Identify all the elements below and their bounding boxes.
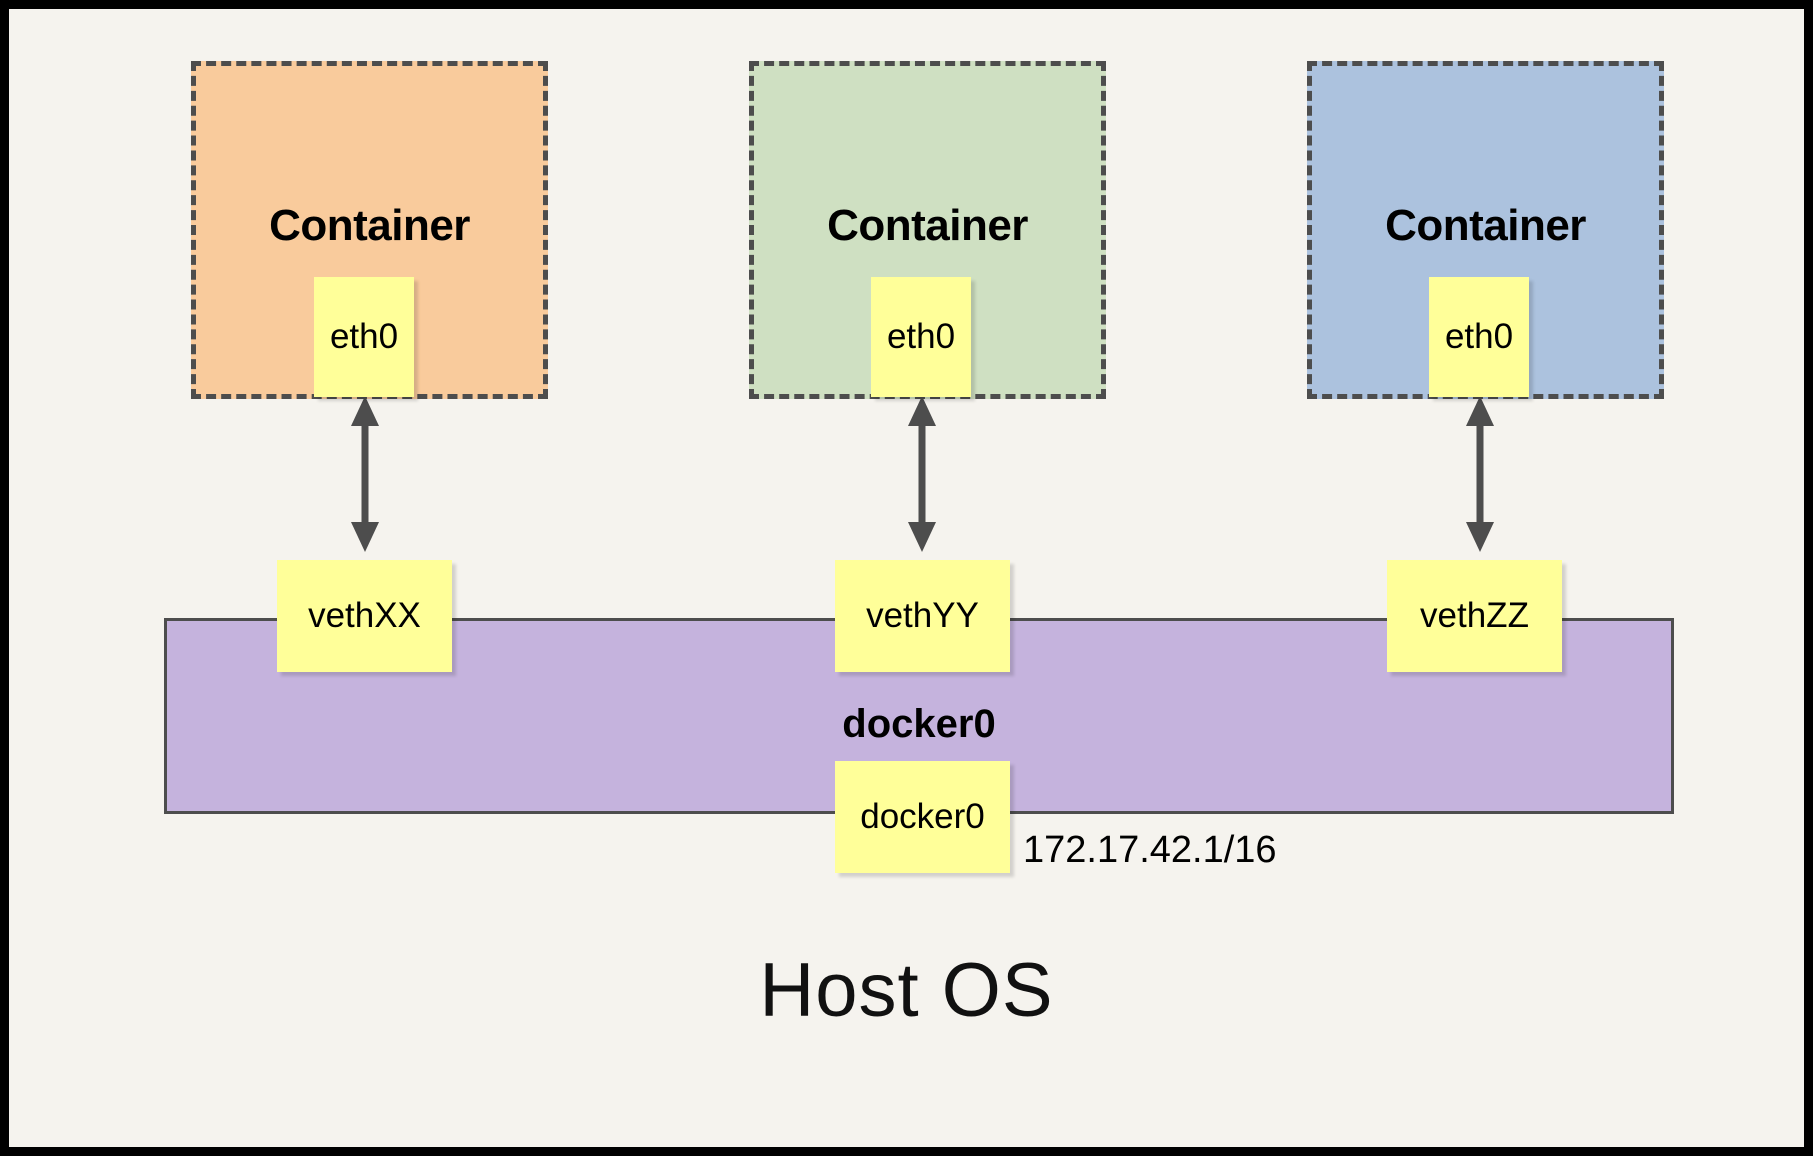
link-arrow-3-icon [1466, 396, 1494, 552]
link-arrow-2-icon [908, 396, 936, 552]
container-3-eth0-box: eth0 [1429, 277, 1529, 397]
host-os-title: Host OS [759, 948, 1054, 1033]
container-1-title: Container [269, 201, 470, 250]
container-1-eth0-box: eth0 [314, 277, 414, 397]
container-2-eth0-box: eth0 [871, 277, 971, 397]
docker0-bridge-label: docker0 [842, 702, 996, 746]
container-2-title: Container [827, 201, 1028, 250]
docker0-ip-address: 172.17.42.1/16 [1023, 829, 1277, 871]
container-3-title: Container [1385, 201, 1586, 250]
veth-box-3: vethZZ [1387, 560, 1562, 672]
veth-box-2: vethYY [835, 560, 1010, 672]
docker0-interface-box: docker0 [835, 761, 1010, 873]
link-arrow-1-icon [351, 396, 379, 552]
host-os-panel: Container Container Container eth0 eth0 … [9, 9, 1804, 1147]
veth-box-1: vethXX [277, 560, 452, 672]
